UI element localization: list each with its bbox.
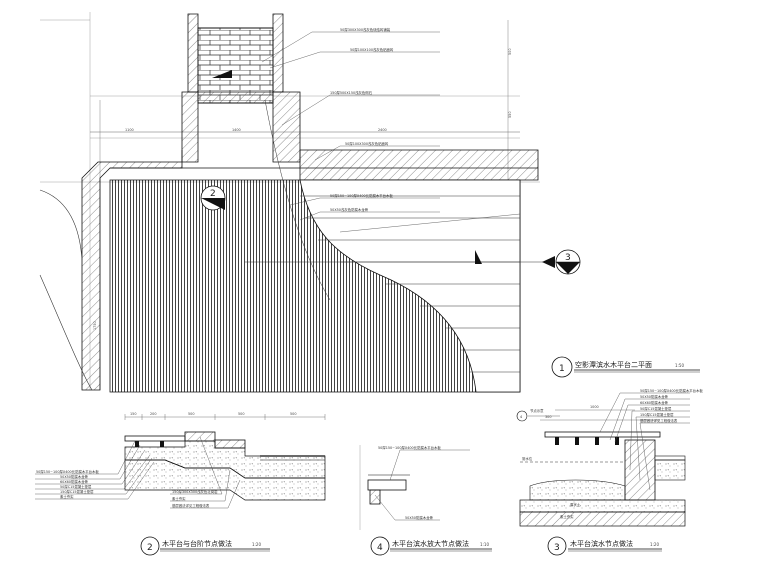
dim-text: 1100	[125, 128, 134, 132]
annotation: 基层做法详见工程做法表	[172, 503, 210, 508]
annotation: 50厚C15混凝土垫层	[640, 406, 672, 411]
annotation: 50厚150~100厚X400长防腐木平台木板	[330, 193, 393, 198]
joist	[369, 489, 381, 505]
step-stone	[214, 439, 246, 449]
annotation: 素土夯实	[60, 494, 74, 499]
dim-text: 2400	[378, 128, 387, 132]
wall-hatch	[272, 13, 284, 93]
annotation: 原状土	[570, 502, 581, 507]
annotation: 50X50浅灰色防腐木龙骨	[330, 207, 369, 212]
rock-fill	[529, 479, 626, 501]
dim-text: 300	[545, 415, 551, 419]
wall-hatch	[181, 91, 301, 163]
annotation: 素土夯实	[560, 514, 574, 519]
plan-view: 1100 1400 2400 500 550 1750	[39, 12, 700, 393]
terrain-curve	[39, 189, 83, 261]
concrete-base	[519, 499, 686, 513]
annotation: 50X50防腐木龙骨	[640, 394, 669, 399]
dim-text: 1400	[232, 128, 241, 132]
dim-text: 1000	[590, 405, 599, 409]
annotation: 节点示意	[530, 408, 544, 413]
detail-scale: 1:20	[650, 542, 659, 547]
annotation: 50X50防腐木龙骨	[405, 515, 434, 520]
annotation: 50厚C15混凝土垫层	[60, 484, 92, 489]
dim-text: 150	[130, 412, 136, 416]
annotation: 60X60防腐木龙骨	[60, 479, 89, 484]
section-arrow	[542, 256, 555, 268]
step-stone	[184, 431, 216, 442]
callout-number: 2	[210, 189, 216, 199]
deck-board	[367, 479, 407, 491]
base-layer	[124, 459, 326, 501]
leader-curve	[264, 99, 331, 301]
annotation: 150厚300X300浅灰色花岗岩	[172, 489, 218, 494]
dim-text: 500	[508, 49, 512, 55]
plan-scale: 1:50	[675, 363, 684, 368]
water-area	[299, 179, 521, 393]
plan-title-block: 1 空影潭滨水木平台二平面 1:50	[551, 356, 700, 378]
detail-2-section: 150 200 500 500 500 50厚150~100厚X400长防腐木平…	[35, 412, 326, 556]
dim-text: 500	[238, 412, 244, 416]
callout-number: 3	[565, 253, 571, 263]
detail-title: 木平台滨水节点做法	[570, 539, 633, 548]
deck-board	[544, 431, 661, 438]
callout-arrow	[556, 262, 580, 274]
annotation: 50厚150~100厚X400长防腐木平台木板	[640, 388, 703, 393]
annotation: 150厚500X150浅灰色侧石	[330, 90, 373, 95]
wall-hatch	[187, 13, 199, 93]
callout-number: 1	[559, 364, 565, 374]
annotation: 50厚300X300浅灰色烧结砖铺装	[340, 27, 391, 32]
callout-number: 4	[520, 415, 522, 419]
detail-scale: 1:10	[480, 542, 489, 547]
plan-title: 空影潭滨水木平台二平面	[575, 360, 652, 369]
leader-lines	[261, 31, 521, 233]
dim-text: 500	[290, 412, 296, 416]
callout-number: 4	[377, 543, 383, 553]
annotation: 常水位	[522, 456, 533, 461]
callout-number: 2	[147, 543, 153, 553]
annotation: 50X50防腐木龙骨	[60, 474, 89, 479]
callout-number: 3	[554, 543, 560, 553]
detail-scale: 1:20	[252, 542, 261, 547]
dim-text: 500	[188, 412, 194, 416]
annotation: 150厚C15混凝土垫层	[60, 489, 94, 494]
dim-text: 200	[150, 412, 156, 416]
annotation: 50厚150~100厚X400长防腐木平台木板	[36, 469, 99, 474]
terrain-curve	[39, 274, 93, 391]
soil-base	[519, 511, 686, 527]
annotation: 50厚100X100浅灰色贴面砖	[350, 47, 394, 52]
annotation: 50厚100X300浅灰色贴面砖	[345, 141, 389, 146]
deck-board	[124, 435, 186, 442]
annotation: 基层做法详见工程做法表	[640, 418, 678, 423]
detail-3-section: 4 节点示意 1000 300 常水位	[516, 388, 703, 556]
detail-4-section: 50厚150~100厚X400长防腐木平台木板 50X50防腐木龙骨 4 木平台…	[359, 445, 492, 556]
detail-title: 木平台与台阶节点做法	[162, 539, 232, 548]
dim-text: 550	[508, 112, 512, 118]
annotation: 素土夯实	[172, 496, 186, 501]
annotation: 60X60防腐木龙骨	[640, 400, 669, 405]
annotation: 150厚C15混凝土垫层	[640, 412, 674, 417]
section-arrow	[212, 70, 232, 78]
detail-title: 木平台滨水放大节点做法	[392, 539, 469, 548]
section-arrow	[475, 250, 482, 264]
annotation: 50厚150~100厚X400长防腐木平台木板	[378, 445, 441, 450]
callout-arrow	[201, 198, 225, 210]
pier	[624, 439, 656, 501]
wall-hatch	[299, 149, 539, 181]
